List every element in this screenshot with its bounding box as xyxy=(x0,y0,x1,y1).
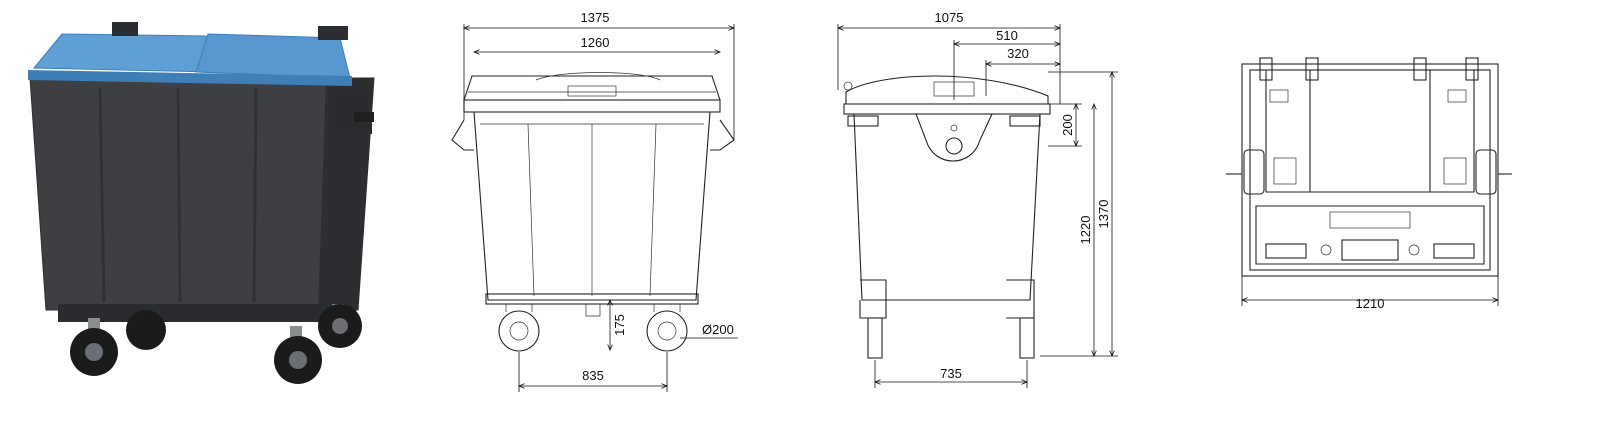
dim-total-height: 1370 xyxy=(1096,200,1111,229)
top-view xyxy=(1226,57,1512,277)
bin-wheel xyxy=(318,304,362,348)
dim-lid-segment-1: 510 xyxy=(996,28,1018,43)
bin-ribs xyxy=(98,87,258,303)
bin-base xyxy=(58,304,338,322)
bin-wheel xyxy=(70,318,118,376)
dim-depth: 1075 xyxy=(935,10,964,25)
dim-overall-width: 1375 xyxy=(581,10,610,25)
side-dimensions: 1075 510 320 200 1220 1370 735 xyxy=(838,10,1118,388)
side-view xyxy=(843,75,1051,359)
dim-body-height: 1220 xyxy=(1078,216,1093,245)
dim-lid-height: 200 xyxy=(1060,114,1075,136)
bin-hinge xyxy=(318,26,348,40)
bin-body-shade xyxy=(318,78,374,310)
dim-body-width: 1260 xyxy=(581,35,610,50)
dim-top-width: 1210 xyxy=(1356,296,1385,311)
bin-lid-left xyxy=(32,33,215,73)
dim-wheel-diameter: Ø200 xyxy=(702,322,734,337)
bin-lid-front xyxy=(28,70,352,86)
dim-ground-clearance: 175 xyxy=(612,314,627,336)
dim-wheel-base: 735 xyxy=(940,366,962,381)
bin-side-handle xyxy=(330,96,372,134)
dim-wheel-spacing: 835 xyxy=(582,368,604,383)
front-dimensions: 1375 1260 175 Ø200 835 xyxy=(464,10,738,392)
bin-wheel xyxy=(274,326,322,384)
front-view xyxy=(451,72,735,352)
dim-lid-segment-2: 320 xyxy=(1007,46,1029,61)
bin-handle-bar xyxy=(354,112,374,122)
bin-render xyxy=(28,22,375,384)
bin-lid-right xyxy=(195,33,351,79)
bin-hinge xyxy=(112,22,138,36)
bin-wheel xyxy=(126,310,166,350)
top-dimensions: 1210 xyxy=(1242,276,1498,311)
